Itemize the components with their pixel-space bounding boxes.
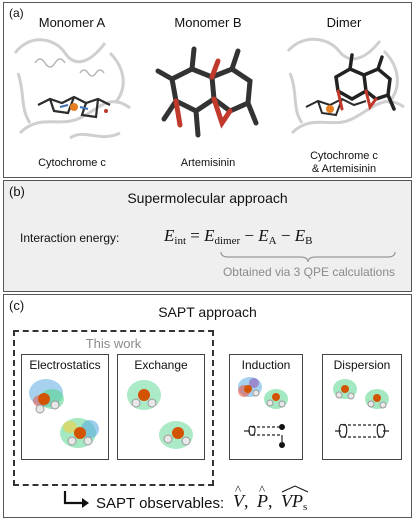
panel-a: (a) Monomer A Monomer B Dimer [3, 2, 412, 178]
monomer-a-title: Monomer A [38, 15, 106, 30]
interaction-energy-label: Interaction energy: [20, 231, 120, 245]
exchange-box: Exchange [117, 354, 205, 460]
induction-title: Induction [241, 358, 291, 372]
sapt-observables-label: SAPT observables: [96, 495, 225, 512]
interaction-energy-equation: Eint = Edimer − EA − EB [164, 226, 313, 247]
observable-v: V [233, 491, 244, 511]
dimer-caption-line2: & Artemisinin [311, 163, 377, 175]
panel-c-label: (c) [9, 298, 25, 313]
panel-b: (b) Supermolecular approach Interaction … [3, 180, 412, 292]
induction-molecules-image [238, 377, 288, 448]
panel-a-label: (a) [9, 6, 24, 20]
dimer-structure-image [286, 37, 405, 135]
exchange-title: Exchange [134, 358, 188, 372]
this-work-label: This work [85, 336, 142, 351]
electrostatics-title: Electrostatics [29, 358, 101, 372]
eq-term2: E [258, 226, 269, 245]
dimer-caption-line1: Cytochrome c [310, 150, 378, 162]
electrostatics-molecules-image [29, 379, 99, 448]
eq-term1-sub: dimer [214, 235, 241, 247]
eq-lhs-sub: int [174, 235, 187, 247]
qpe-note: Obtained via 3 QPE calculations [222, 265, 396, 279]
panel-b-label: (b) [9, 184, 25, 199]
artemisinin-structure-image [155, 46, 259, 138]
this-work-frame [13, 330, 214, 486]
eq-term3: E [294, 226, 306, 245]
monomer-a-caption: Cytochrome c [38, 157, 106, 169]
panel-c-title: SAPT approach [158, 304, 257, 320]
electrostatics-box: Electrostatics [21, 354, 109, 460]
eq-term2-sub: A [268, 235, 277, 247]
observable-p: P [257, 491, 268, 511]
dispersion-box: Dispersion [322, 354, 402, 460]
underbrace [220, 251, 396, 263]
observable-vp-sub: s [303, 501, 308, 513]
monomer-b-title: Monomer B [174, 15, 242, 30]
dimer-title: Dimer [326, 15, 362, 30]
corner-arrow-icon [63, 491, 89, 508]
cytochrome-c-structure-image [13, 38, 131, 140]
eq-term3-sub: B [305, 235, 313, 247]
monomer-b-caption: Artemisinin [180, 157, 236, 169]
eq-term1: E [204, 226, 215, 245]
dispersion-title: Dispersion [333, 358, 391, 372]
panel-c: (c) SAPT approach This work Electrostati… [3, 294, 412, 518]
panel-b-title: Supermolecular approach [127, 190, 288, 206]
sapt-observables-list: ^V, ^P, VPs [233, 482, 309, 513]
eq-lhs: E [164, 226, 175, 245]
induction-box: Induction [229, 354, 303, 460]
dispersion-molecules-image [333, 379, 389, 438]
exchange-molecules-image [127, 380, 193, 449]
observable-vp: VP [281, 491, 303, 511]
